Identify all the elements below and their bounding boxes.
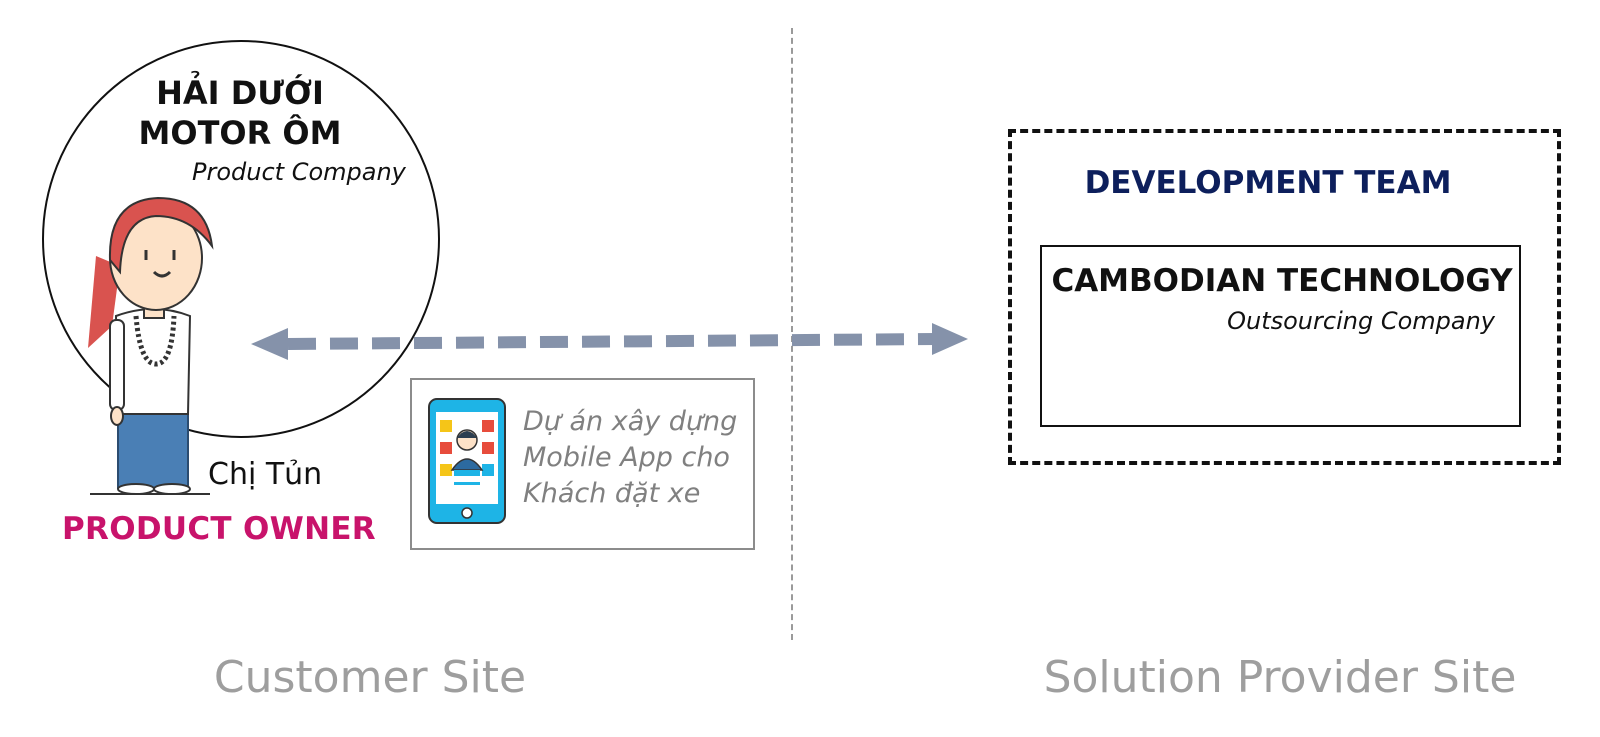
customer-site-label: Customer Site xyxy=(213,652,527,703)
vendor-company-name: CAMBODIAN TECHNOLOGY xyxy=(1051,263,1513,299)
development-team-boundary xyxy=(1008,129,1561,465)
vendor-company-type: Outsourcing Company xyxy=(1227,307,1495,335)
project-description: Dự án xây dựng Mobile App cho Khách đặt … xyxy=(523,406,738,509)
product-owner-role: PRODUCT OWNER xyxy=(62,511,376,547)
vendor-company-box xyxy=(1040,245,1521,427)
customer-company-name-line2: MOTOR ÔM xyxy=(138,114,342,152)
development-team-label: DEVELOPMENT TEAM xyxy=(1084,165,1452,201)
provider-site-label: Solution Provider Site xyxy=(1043,652,1517,703)
customer-company-type: Product Company xyxy=(192,158,406,186)
mobile-app-icon xyxy=(428,398,506,524)
customer-company-name-line1: HẢI DƯỚI xyxy=(156,74,324,112)
product-owner-name: Chị Tủn xyxy=(208,457,323,492)
product-owner-person-icon xyxy=(88,196,214,495)
site-divider xyxy=(791,28,793,640)
customer-company-circle xyxy=(42,40,440,438)
